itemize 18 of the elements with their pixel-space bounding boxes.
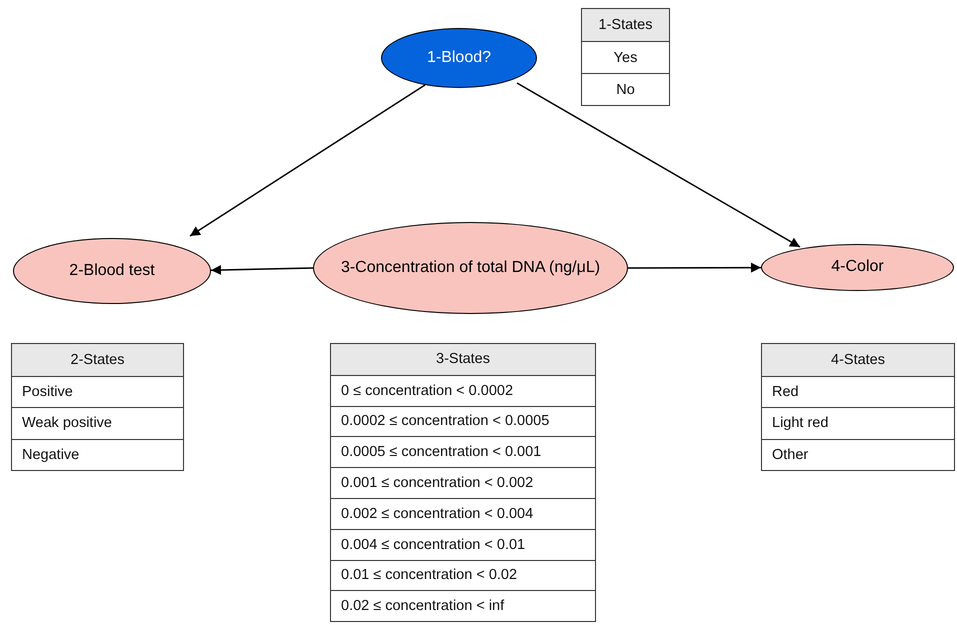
table-header: 4-States xyxy=(762,344,954,376)
table-cell: 0.0002 ≤ concentration < 0.0005 xyxy=(331,406,595,436)
arrow xyxy=(516,82,800,248)
node-label: 1-Blood? xyxy=(426,48,492,68)
table-header: 2-States xyxy=(12,344,183,376)
table-header: 3-States xyxy=(331,344,595,375)
node-label: 4-Color xyxy=(830,257,885,278)
states-table xyxy=(581,8,670,106)
table-cell: 0.01 ≤ concentration < 0.02 xyxy=(331,560,595,590)
arrow xyxy=(190,84,426,237)
states-table xyxy=(761,343,955,471)
arrow xyxy=(210,264,314,275)
states-table xyxy=(330,343,596,622)
node-label: 2-Blood test xyxy=(68,260,156,281)
states-table xyxy=(11,343,184,471)
table-header: 1-States xyxy=(582,9,669,41)
node-label: 3-Concentration of total DNA (ng/μL) xyxy=(340,258,602,278)
arrow xyxy=(628,262,761,273)
